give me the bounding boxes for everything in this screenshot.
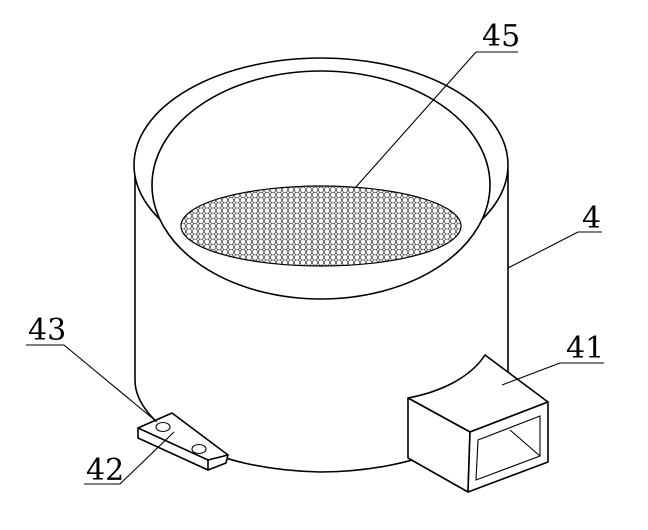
label-bracket: 42 <box>86 453 124 488</box>
mesh-screen <box>180 185 462 267</box>
bracket-hole-1 <box>155 421 171 433</box>
bracket-hole-2 <box>191 443 207 455</box>
label-basket: 4 <box>582 201 601 236</box>
mounting-bracket <box>137 412 229 471</box>
label-hole: 43 <box>28 313 66 348</box>
label-mesh: 45 <box>482 19 520 54</box>
leader-lines <box>26 51 604 485</box>
label-duct: 41 <box>566 331 604 366</box>
outlet-duct <box>407 354 549 493</box>
